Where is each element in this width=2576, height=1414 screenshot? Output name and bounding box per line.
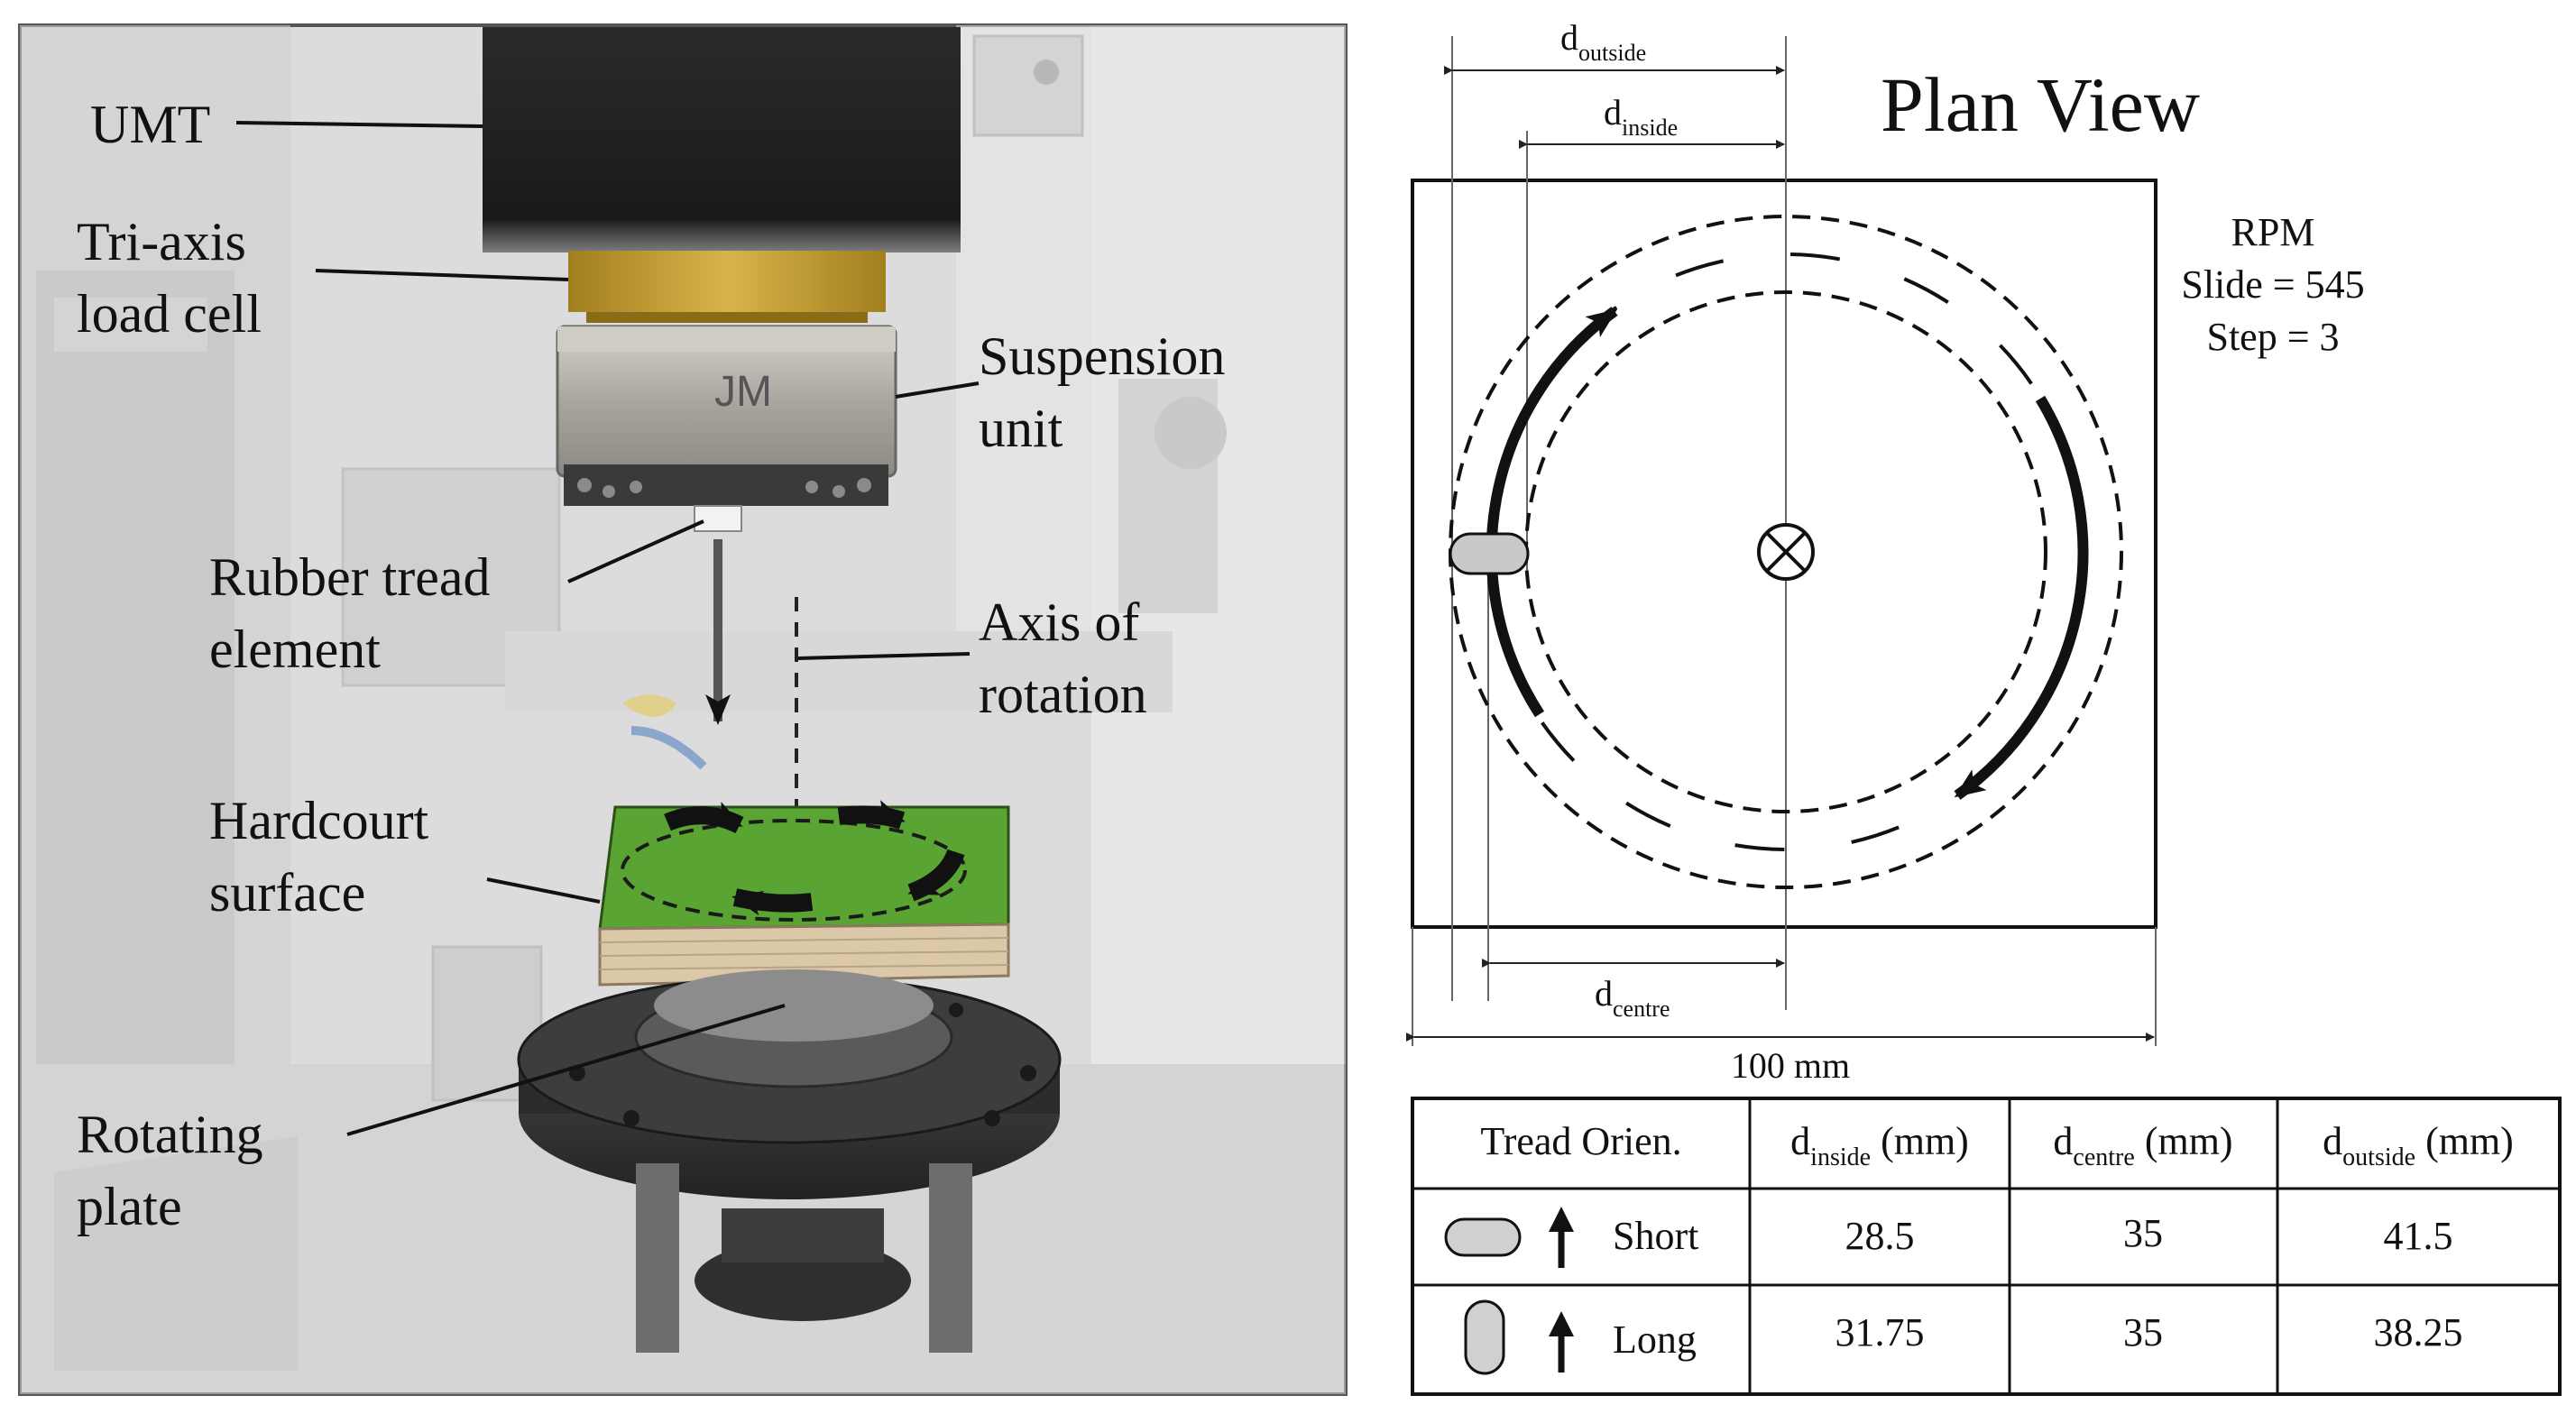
th-d-inside: dinside (mm) — [1790, 1119, 1969, 1171]
label-surface-line2: surface — [209, 863, 365, 923]
dimension-table: Tread Orien. dinside (mm) dcentre (mm) d… — [1411, 1097, 2562, 1396]
svg-text:dcentre: dcentre — [1595, 973, 1670, 1022]
dim-width-label: 100 mm — [1731, 1045, 1850, 1086]
tread-element-plan — [1449, 532, 1530, 575]
tread-short-icon — [1444, 1217, 1522, 1257]
rpm-step: Step = 3 — [2206, 315, 2339, 359]
arrow-up-icon — [1549, 1311, 1574, 1373]
dim-inside-sub: inside — [1622, 115, 1678, 141]
load-cell — [568, 251, 886, 312]
hardcourt-block — [598, 800, 1010, 987]
label-suspension-line1: Suspension — [979, 326, 1225, 386]
rotation-arc-left — [1486, 307, 1618, 718]
dim-centre-sub: centre — [1613, 996, 1670, 1022]
rotation-arc-right — [1954, 395, 2089, 800]
table-row: Short 28.5 35 41.5 — [1444, 1207, 2453, 1268]
th-d-centre: dcentre (mm) — [2053, 1119, 2232, 1171]
dim-outside-main: d — [1560, 17, 1578, 58]
label-axis-line1: Axis of — [979, 592, 1139, 652]
row-long-d-outside: 38.25 — [2374, 1310, 2463, 1354]
plan-title: Plan View — [1881, 61, 2200, 148]
label-axis-line2: rotation — [979, 665, 1147, 724]
arrow-up-icon — [1549, 1207, 1574, 1268]
row-short-d-centre: 35 — [2123, 1211, 2163, 1255]
label-tread-line2: element — [209, 620, 381, 679]
dim-centre: dcentre — [1482, 959, 1785, 1022]
row-long-d-inside: 31.75 — [1835, 1310, 1925, 1354]
leader-lines — [235, 121, 980, 1136]
suspension-logo: JM — [714, 368, 772, 416]
label-umt: UMT — [90, 95, 210, 154]
dim-inside-main: d — [1604, 92, 1622, 133]
tread-long-icon — [1464, 1299, 1505, 1375]
label-tread-line1: Rubber tread — [209, 547, 491, 607]
label-load-cell-line1: Tri-axis — [77, 212, 246, 271]
lab-background — [20, 25, 1346, 1394]
dim-centre-main: d — [1595, 973, 1613, 1014]
rotating-plate — [517, 969, 1062, 1353]
row-short-d-outside: 41.5 — [2384, 1214, 2453, 1258]
label-plate-line1: Rotating — [77, 1105, 263, 1164]
th-orientation: Tread Orien. — [1480, 1119, 1681, 1163]
row-long-orientation: Long — [1613, 1318, 1697, 1362]
rubber-tread — [694, 505, 742, 532]
svg-text:dinside: dinside — [1604, 92, 1678, 141]
label-suspension-line2: unit — [979, 399, 1063, 458]
dim-width: 100 mm — [1406, 1033, 2155, 1086]
label-surface-line1: Hardcourt — [209, 791, 429, 850]
dim-outside-sub: outside — [1578, 40, 1646, 66]
plan-view: Plan View RPM Slide = 545 Step = 3 — [1406, 17, 2365, 1086]
svg-text:doutside: doutside — [1560, 17, 1646, 66]
photo-panel: JM — [18, 23, 1348, 1396]
label-plate-line2: plate — [77, 1177, 182, 1236]
row-short-orientation: Short — [1613, 1214, 1698, 1258]
label-load-cell-line2: load cell — [77, 284, 262, 344]
suspension-screws — [577, 478, 871, 498]
table-row: Long 31.75 35 38.25 — [1464, 1299, 2463, 1375]
rpm-slide: Slide = 545 — [2181, 262, 2364, 307]
axis-of-rotation-marker — [1757, 523, 1815, 581]
row-short-d-inside: 28.5 — [1845, 1214, 1915, 1258]
dim-outside: doutside — [1444, 17, 1785, 75]
row-long-d-centre: 35 — [2123, 1310, 2163, 1354]
rpm-heading: RPM — [2231, 210, 2315, 254]
dim-inside: dinside — [1519, 92, 1785, 149]
umt-body — [483, 27, 961, 252]
th-d-outside: doutside (mm) — [2323, 1119, 2514, 1171]
